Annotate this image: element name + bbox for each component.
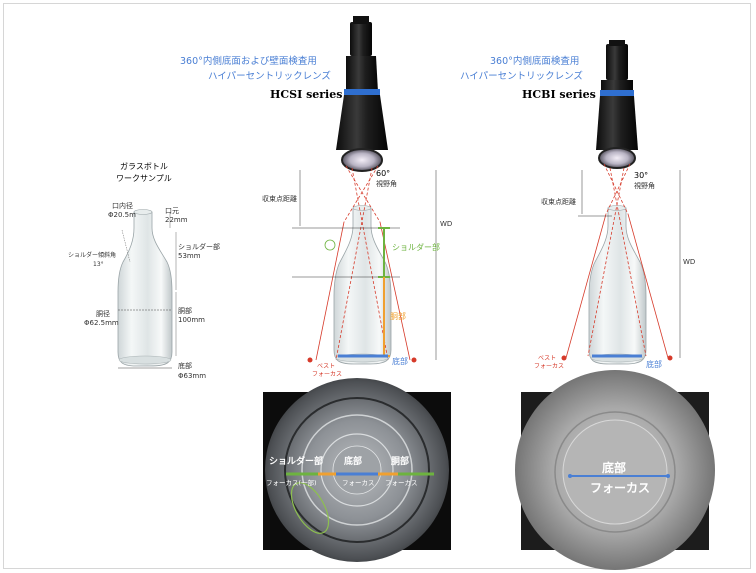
mouth-height-label: 口元 <box>165 207 179 215</box>
hcbi-dimensions <box>561 170 681 361</box>
hcsi-img-shoulder-focus: フォーカス(一部) <box>266 479 317 487</box>
hcsi-wd-label: WD <box>440 220 453 228</box>
hcbi-best-focus-line2: フォーカス <box>534 363 565 370</box>
hcbi-desc-line2: ハイパーセントリックレンズ <box>460 71 583 82</box>
shoulder-angle-value: 13° <box>93 261 104 268</box>
base-value: Φ63mm <box>178 372 207 380</box>
body-dia-label: 胴径 <box>96 310 110 318</box>
hcsi-best-focus-line1: ベスト <box>317 363 336 370</box>
hcsi-image <box>263 378 451 562</box>
sample-title-line1: ガラスボトル <box>120 162 168 171</box>
hcbi-series: HCBI series <box>522 88 596 101</box>
hcsi-best-focus-line2: フォーカス <box>312 371 343 378</box>
sample-bottle <box>117 209 177 369</box>
hcbi-bottom-label: 底部 <box>646 360 662 369</box>
body-len-value: 100mm <box>178 316 205 324</box>
hcbi-bottle <box>588 205 647 365</box>
hcsi-shoulder-label: ショルダー部 <box>392 243 440 252</box>
shoulder-label: ショルダー部 <box>178 243 220 251</box>
mouth-value: Φ20.5m <box>108 211 136 219</box>
hcbi-rays <box>565 163 669 359</box>
hcsi-bottom-label: 底部 <box>392 357 408 366</box>
hcbi-view-angle: 30° <box>634 171 649 180</box>
hcsi-img-body-label: 胴部 <box>391 457 410 467</box>
hcsi-img-shoulder-label: ショルダー部 <box>269 457 324 467</box>
hcbi-img-bottom-label: 底部 <box>602 461 627 475</box>
hcbi-view-angle-label: 視野角 <box>634 182 655 190</box>
hcsi-view-angle-label: 視野角 <box>376 180 397 188</box>
mouth-label: 口内径 <box>112 202 133 210</box>
hcsi-desc-line1: 360°内側底面および壁面検査用 <box>180 56 317 67</box>
sample-title-line2: ワークサンプル <box>116 174 172 183</box>
hcsi-dimensions <box>292 170 437 363</box>
hcsi-series: HCSI series <box>270 88 343 101</box>
hcsi-body-label: 胴部 <box>390 312 406 321</box>
hcsi-desc-line2: ハイパーセントリックレンズ <box>208 71 331 82</box>
base-label: 底部 <box>178 362 192 370</box>
hcbi-best-focus-line1: ベスト <box>538 355 557 362</box>
hcsi-convergence-label: 収束点距離 <box>262 195 297 203</box>
shoulder-value: 53mm <box>178 252 201 260</box>
body-dia-value: Φ62.5mm <box>84 319 119 327</box>
shoulder-angle-label: ショルダー傾斜角 <box>68 252 117 259</box>
hcsi-img-body-focus: フォーカス <box>385 479 418 487</box>
hcbi-img-bottom-focus: フォーカス <box>590 481 651 495</box>
page-frame <box>3 3 751 569</box>
hcbi-lens <box>596 40 638 169</box>
hcbi-convergence-label: 収束点距離 <box>541 198 576 206</box>
hcbi-image <box>515 370 715 570</box>
hcbi-desc-line1: 360°内側底面検査用 <box>490 56 580 67</box>
hcsi-img-bottom-label: 底部 <box>344 457 363 467</box>
hcsi-lens <box>336 16 388 172</box>
body-len-label: 胴部 <box>178 307 192 315</box>
mouth-height-value: 22mm <box>165 216 188 224</box>
hcbi-wd-label: WD <box>683 258 696 266</box>
hcsi-view-angle: 60° <box>376 169 391 178</box>
hcsi-img-bottom-focus: フォーカス <box>342 479 375 487</box>
